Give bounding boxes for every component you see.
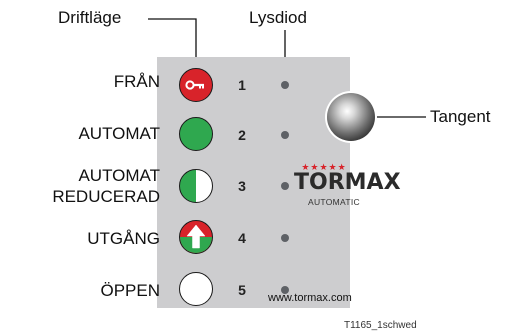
- button-callout: Tangent: [430, 107, 491, 126]
- half-green-symbol-icon: [179, 169, 213, 203]
- website-text: www.tormax.com: [268, 292, 352, 304]
- mode-number: 5: [238, 282, 246, 298]
- led-indicator: [281, 131, 289, 139]
- key-symbol-icon: [179, 68, 213, 102]
- brand-stars: ★★★★★: [301, 162, 347, 172]
- mode-label-exit: UTGÅNG: [87, 229, 160, 248]
- mode-number: 4: [238, 230, 246, 246]
- mode-number: 3: [238, 178, 246, 194]
- exit-arrow-symbol-icon: [179, 220, 213, 254]
- mode-callout-line: [148, 18, 197, 66]
- figure-reference: T1165_1schwed: [344, 320, 417, 331]
- brand-logo: TORMAX: [294, 170, 401, 195]
- led-indicator: [281, 286, 289, 294]
- mode-number: 2: [238, 127, 246, 143]
- open-symbol-icon: [179, 272, 213, 306]
- brand-subtitle: AUTOMATIC: [308, 197, 360, 207]
- led-indicator: [281, 234, 289, 242]
- mode-label-off: FRÅN: [113, 72, 160, 91]
- operating-mode-callout: Driftläge: [58, 8, 122, 27]
- mode-select-button[interactable]: [327, 93, 375, 141]
- led-callout: Lysdiod: [249, 8, 307, 27]
- led-indicator: [281, 182, 289, 190]
- automatic-symbol-icon: [179, 117, 213, 151]
- mode-label-open: ÖPPEN: [100, 281, 160, 300]
- mode-label-automatic: AUTOMAT: [78, 124, 160, 143]
- led-indicator: [281, 81, 289, 89]
- mode-number: 1: [238, 77, 246, 93]
- mode-label-automatic-reduced: AUTOMAT REDUCERAD: [52, 166, 160, 206]
